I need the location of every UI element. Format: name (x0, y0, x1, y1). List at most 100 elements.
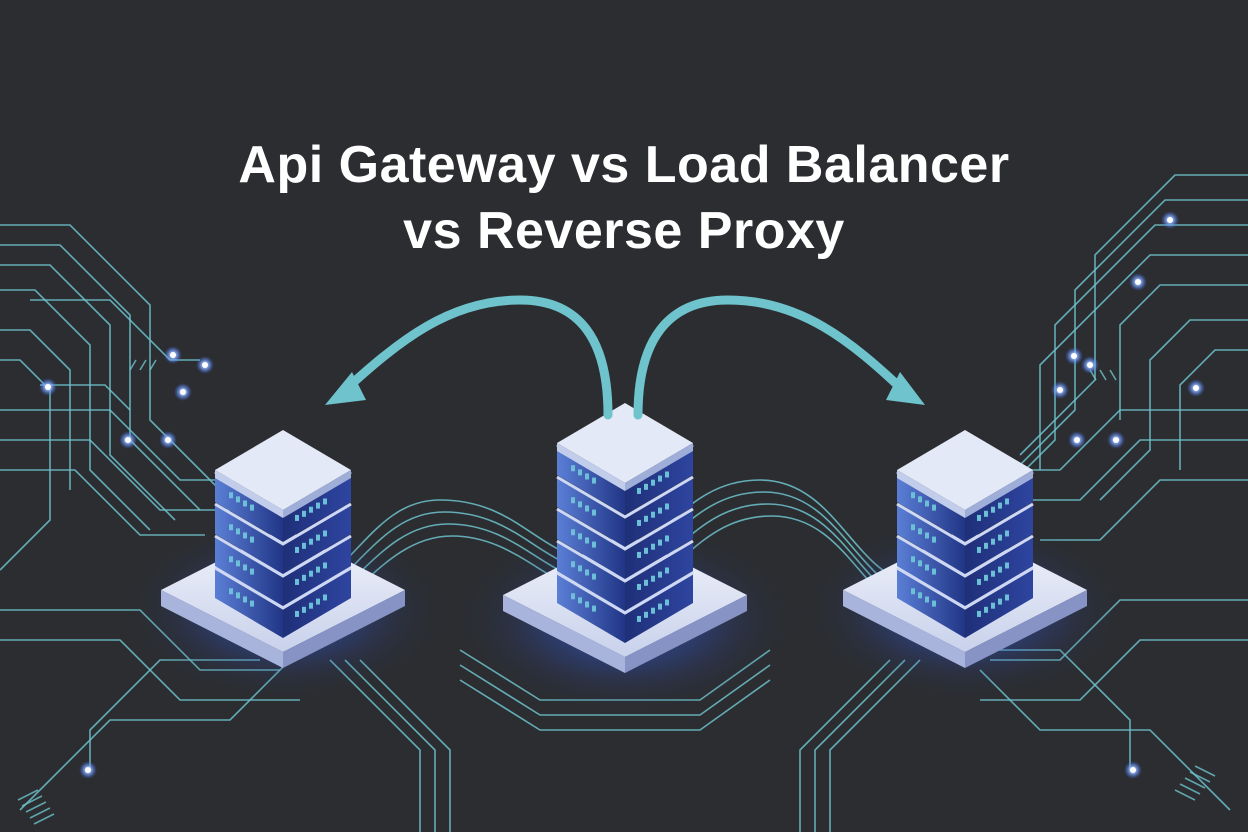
circuit-node (1130, 767, 1136, 773)
server-led (925, 532, 929, 539)
server-led (932, 504, 936, 511)
server-led (295, 610, 299, 617)
server-led (977, 546, 981, 553)
server-led (637, 551, 641, 558)
server-led (578, 597, 582, 604)
server-led (651, 607, 655, 614)
server-unit-front (215, 568, 283, 638)
server-led (243, 564, 247, 571)
server-led (984, 542, 988, 549)
server-led (323, 530, 327, 537)
circuit-node (125, 437, 131, 443)
server-unit-front (897, 568, 965, 638)
circuit-node (45, 384, 51, 390)
server-unit-front (557, 509, 625, 579)
server-top-edge (215, 470, 283, 518)
server-led (918, 592, 922, 599)
server-unit-front (897, 472, 965, 542)
server-unit-rim (896, 502, 1034, 546)
server-led (229, 588, 233, 595)
server-led (665, 599, 669, 606)
server-led (658, 539, 662, 546)
circuit-node (1113, 437, 1119, 443)
server-led (578, 533, 582, 540)
server-led (637, 583, 641, 590)
server-led (925, 564, 929, 571)
server-led (911, 556, 915, 563)
server-led (984, 574, 988, 581)
server-led (658, 571, 662, 578)
server-led (323, 594, 327, 601)
circuit-node (85, 767, 91, 773)
server-led (585, 537, 589, 544)
circuit-nodes (39, 211, 1205, 779)
server-led (323, 562, 327, 569)
server-led (644, 483, 648, 490)
server-led (651, 511, 655, 518)
server-unit-rim (896, 566, 1034, 610)
server-led (1005, 594, 1009, 601)
server-led (302, 574, 306, 581)
server-led (637, 519, 641, 526)
server-led (250, 600, 254, 607)
server-led (585, 601, 589, 608)
server-led (571, 497, 575, 504)
left-server (161, 430, 405, 668)
server-led (571, 561, 575, 568)
server-unit-front (897, 504, 965, 574)
server-led (592, 605, 596, 612)
server-led (309, 602, 313, 609)
server-led (229, 524, 233, 531)
server-led (592, 541, 596, 548)
circuit-node (1057, 387, 1063, 393)
server-top-edge (965, 470, 1033, 518)
server-led (585, 569, 589, 576)
server-led (918, 528, 922, 535)
server-base-left (161, 590, 283, 668)
server-led (644, 515, 648, 522)
arrow-heads (325, 372, 925, 405)
server-led (229, 556, 233, 563)
server-led (250, 536, 254, 543)
server-top-edge (557, 443, 625, 491)
server-led (977, 514, 981, 521)
server-unit-rim (896, 534, 1034, 578)
server-led (250, 568, 254, 575)
arrow-to-right (633, 295, 910, 420)
server-led (585, 505, 589, 512)
circuit-node (202, 362, 208, 368)
server-unit-front (897, 536, 965, 606)
server-unit-rim (556, 571, 694, 615)
server-base-left (843, 590, 965, 668)
server-led (302, 542, 306, 549)
server-led (984, 510, 988, 517)
server-led (637, 487, 641, 494)
circuit-node (1071, 353, 1077, 359)
server-led (911, 492, 915, 499)
right-server (843, 430, 1087, 668)
server-led (932, 536, 936, 543)
server-led (316, 566, 320, 573)
server-base-right (625, 595, 747, 673)
server-led (651, 575, 655, 582)
server-top-edge (625, 443, 693, 491)
server-unit-rim (214, 566, 352, 610)
server-led (644, 547, 648, 554)
server-led (309, 538, 313, 545)
server-led (585, 473, 589, 480)
server-led (243, 596, 247, 603)
server-led (1005, 530, 1009, 537)
server-led (571, 465, 575, 472)
arrow-to-left (340, 295, 613, 420)
server-led (977, 578, 981, 585)
server-led (932, 600, 936, 607)
server-unit-front (215, 536, 283, 606)
server-led (644, 579, 648, 586)
server-led (658, 507, 662, 514)
server-led (651, 479, 655, 486)
server-led (236, 592, 240, 599)
server-led (918, 560, 922, 567)
center-server (503, 403, 747, 673)
server-led (911, 588, 915, 595)
